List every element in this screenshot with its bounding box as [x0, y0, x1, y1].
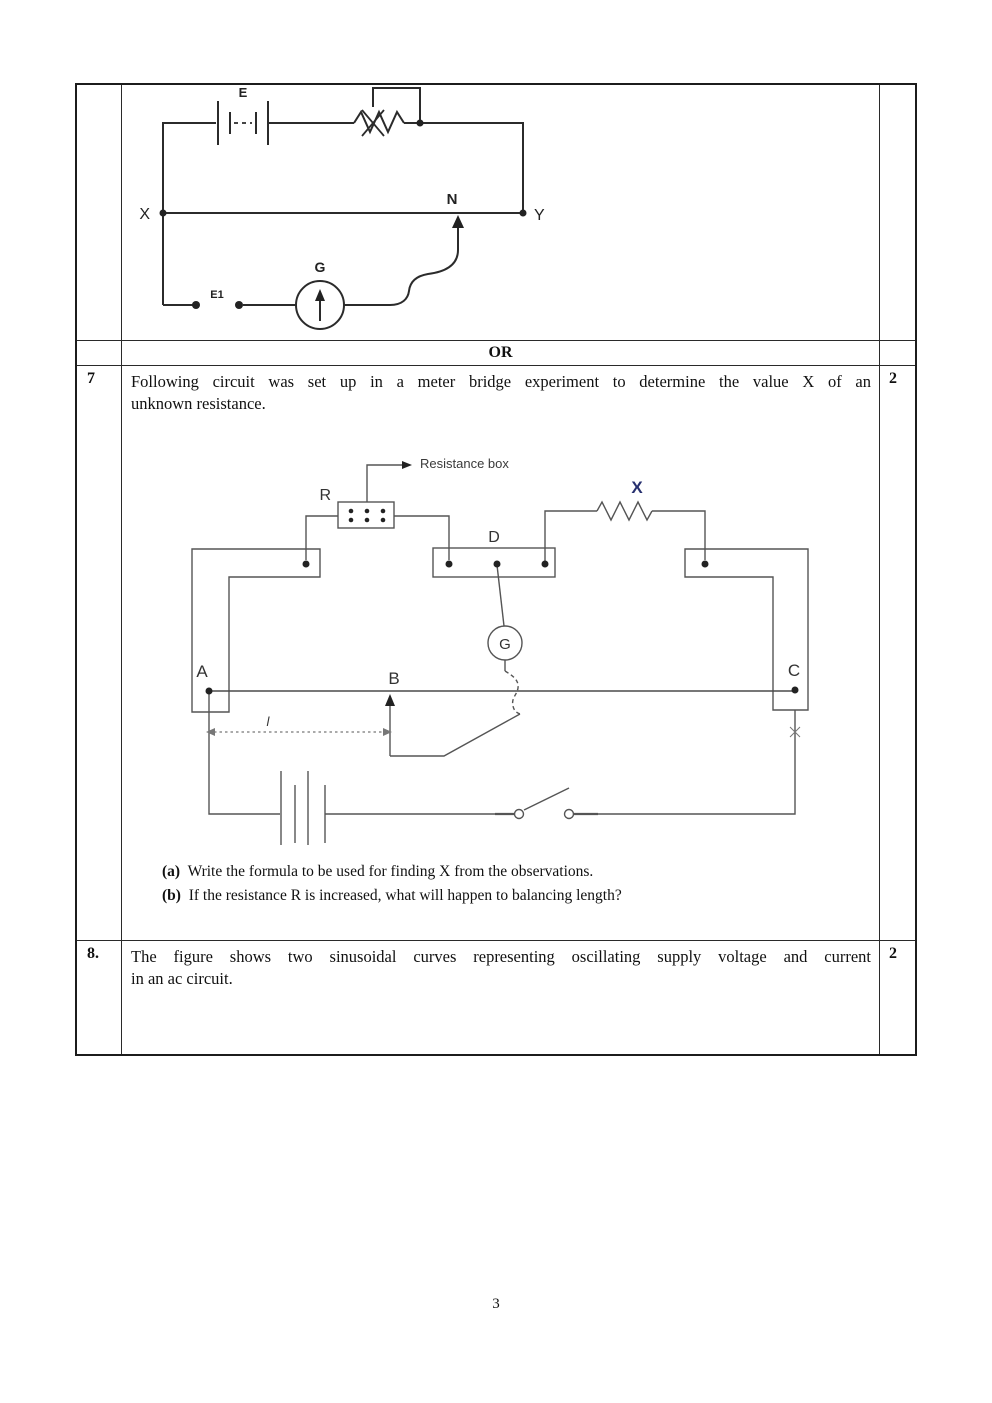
copper-strip-right	[684, 548, 809, 711]
question-8-marks: 2	[879, 941, 915, 1054]
rbox-dot	[348, 517, 354, 523]
question-7-number: 7	[77, 366, 122, 940]
B-label: B	[388, 669, 399, 688]
terminal-dot-right-strip	[701, 560, 709, 568]
jockey-arrowhead	[452, 215, 464, 228]
callout-arrowhead	[402, 461, 412, 469]
A-label: A	[196, 662, 208, 681]
copper-strip-left	[191, 548, 321, 713]
rbox-dot	[364, 508, 370, 514]
galvanometer-G-label: G	[499, 636, 511, 653]
cell-terminal-dot-2	[235, 301, 243, 309]
question-8-line1: The figure shows two sinusoidal curves r…	[131, 947, 871, 966]
rbox-dot	[380, 517, 386, 523]
page-number: 3	[492, 1296, 500, 1312]
part-a-label: (a)	[162, 863, 181, 880]
jockey-rod	[390, 713, 521, 757]
rbox-dot	[380, 508, 386, 514]
node-A-dot	[205, 687, 213, 695]
length-l-label: l	[267, 714, 271, 729]
key-lever	[523, 787, 570, 811]
resistance-box	[337, 501, 395, 529]
question-8-text: The figure shows two sinusoidal curves r…	[122, 941, 879, 990]
meter-bridge-diagram: Resistance box R X D G A B C l	[191, 456, 809, 845]
wire-A-down	[208, 691, 280, 815]
wire-X-left	[544, 510, 597, 562]
C-label: C	[788, 661, 800, 680]
resistor-X-zigzag	[596, 500, 653, 522]
rheostat-loop-wire	[372, 87, 421, 121]
question-number-cell-empty	[77, 85, 122, 340]
rbox-dot	[348, 508, 354, 514]
node-Y-label: Y	[534, 207, 545, 224]
question-8-line2: in an ac circuit.	[131, 969, 233, 988]
resistance-box-callout-label: Resistance box	[420, 456, 509, 471]
wire-X-right	[652, 510, 706, 560]
callout-line	[366, 464, 403, 502]
terminal-dot-D-right	[541, 560, 549, 568]
key-contact-left	[513, 808, 525, 820]
question-7-line2: unknown resistance.	[131, 394, 266, 413]
terminal-dot-left-strip	[302, 560, 310, 568]
question-7-text: Following circuit was set up in a meter …	[122, 366, 879, 415]
balance-arrowhead	[385, 694, 395, 706]
terminal-dot-D-middle	[493, 560, 501, 568]
question-number-cell-empty	[77, 341, 122, 365]
length-arrowhead-right	[383, 728, 392, 736]
rheostat-zigzag	[353, 109, 405, 135]
question-8-number: 8.	[77, 941, 122, 1054]
row-question-7: 7 Following circuit was set up in a mete…	[77, 366, 915, 941]
node-X-label: X	[139, 206, 150, 223]
wire-R-right	[394, 515, 450, 560]
wire-left	[162, 122, 216, 305]
question-7-cell: Following circuit was set up in a meter …	[122, 366, 879, 940]
row-question-8: 8. The figure shows two sinusoidal curve…	[77, 941, 915, 1054]
terminal-dot-D-left	[445, 560, 453, 568]
node-Y-dot	[519, 209, 527, 217]
jockey-lead-curve	[344, 249, 459, 306]
marks-cell-empty	[879, 341, 915, 365]
node-X-dot	[159, 209, 167, 217]
cell-E1-label: E1	[210, 289, 223, 301]
wire-D-to-G	[496, 564, 505, 627]
potentiometer-circuit-diagram: E X Y N G E1	[139, 85, 545, 330]
question-table: E X Y N G E1 OR 7 Foll	[75, 83, 917, 1056]
marks-cell-empty	[879, 85, 915, 340]
junction-dot	[416, 119, 424, 127]
key-contact-right	[563, 808, 575, 820]
rheostat-slider-cross	[361, 109, 385, 137]
part-a: (a) Write the formula to be used for fin…	[162, 860, 622, 884]
part-b: (b) If the resistance R is increased, wh…	[162, 884, 622, 908]
node-C-dot	[791, 686, 799, 694]
length-tick-right	[789, 726, 801, 738]
part-a-text: Write the formula to be used for finding…	[187, 863, 594, 880]
cell-terminal-dot-1	[192, 301, 200, 309]
length-arrowhead-left	[206, 728, 215, 736]
wire-top-right	[404, 122, 524, 213]
part-b-text: If the resistance R is increased, what w…	[188, 887, 622, 904]
galvanometer-needle-head	[315, 289, 325, 301]
wire-R-left	[305, 515, 338, 560]
row-potentiometer-circuit: E X Y N G E1	[77, 85, 915, 341]
X-label: X	[631, 478, 643, 497]
copper-strip-middle-D	[432, 547, 556, 578]
question-7-line1: Following circuit was set up in a meter …	[131, 372, 871, 391]
question-8-cell: The figure shows two sinusoidal curves r…	[122, 941, 879, 1054]
D-label: D	[488, 529, 500, 546]
jockey-flex-curve	[504, 670, 521, 715]
battery-E-label: E	[239, 85, 248, 100]
galvanometer-G-label: G	[315, 259, 326, 275]
wire-key-to-C	[598, 710, 796, 815]
rbox-dot	[364, 517, 370, 523]
question-7-parts: (a) Write the formula to be used for fin…	[162, 860, 622, 908]
question-7-marks: 2	[879, 366, 915, 940]
R-label: R	[319, 487, 331, 504]
row-or-divider: OR	[77, 341, 915, 366]
part-b-label: (b)	[162, 887, 181, 904]
potentiometer-circuit-cell: E X Y N G E1	[122, 85, 879, 340]
or-label: OR	[488, 344, 513, 361]
node-N-label: N	[447, 191, 458, 208]
